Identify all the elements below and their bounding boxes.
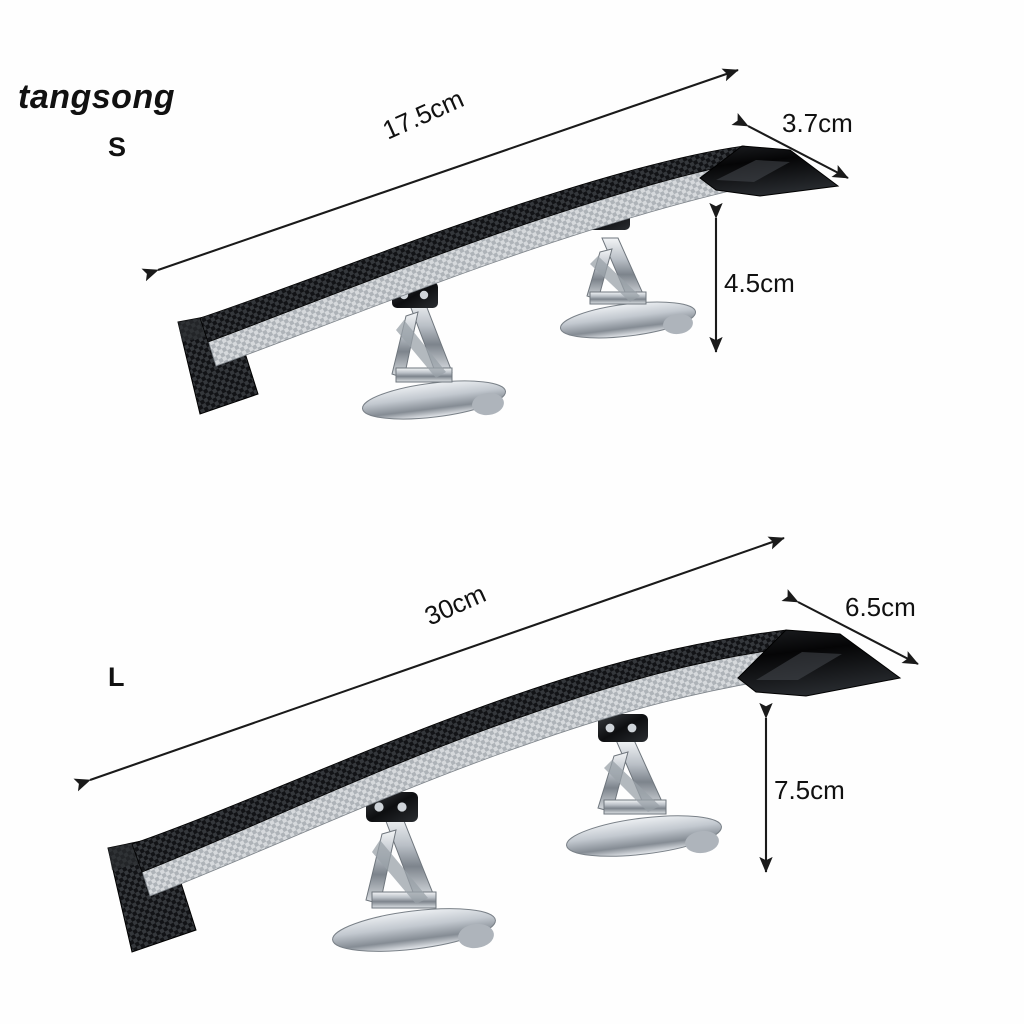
spoiler-small-left-support [362,282,506,420]
spoiler-large-wing-underside [137,645,795,897]
dimension-label-depth-large: 6.5cm [845,592,916,622]
arrow-length-small [141,68,739,282]
dimension-arrows [73,68,919,873]
arrow-depth-large [781,589,919,665]
arrow-length-large [73,536,785,792]
dimension-label-height-large: 7.5cm [774,775,845,805]
arrow-depth-small [731,113,849,179]
spoiler-small-wing-underside [204,159,753,367]
spoiler-large-right-support [566,714,722,857]
size-label-small: S [108,132,127,162]
spoiler-large-left-support [332,792,496,952]
dimension-label-depth-small: 3.7cm [782,108,853,138]
dimension-label-height-small: 4.5cm [724,268,795,298]
